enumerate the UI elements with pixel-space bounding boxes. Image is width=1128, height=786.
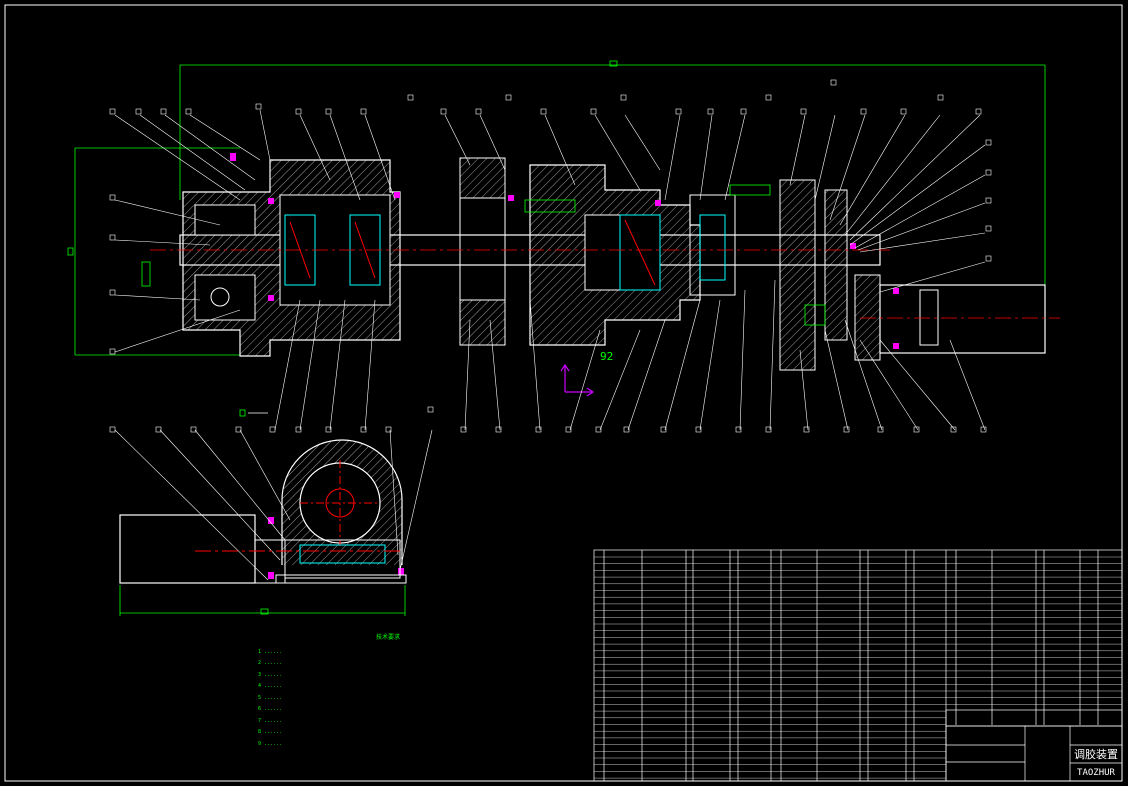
parts-list — [593, 549, 1123, 782]
note-line: 8 ...... — [258, 729, 283, 735]
drawing-border — [4, 4, 1123, 782]
note-line: 6 ...... — [258, 706, 283, 712]
technical-notes: 技术要求 1 ...... 2 ...... 3 ...... 4 ......… — [258, 632, 558, 750]
note-line: 5 ...... — [258, 694, 283, 701]
notes-title: 技术要求 — [376, 634, 401, 641]
note-line: 3 ...... — [258, 671, 283, 678]
note-line: 9 ...... — [258, 740, 283, 747]
note-line: 1 ...... — [258, 648, 283, 655]
title-block-name: 调胶装置 — [1074, 747, 1118, 761]
dimension-lines — [67, 60, 1046, 616]
parts-list-rows — [594, 556, 1122, 779]
note-line: 4 ...... — [258, 683, 283, 689]
axis-indicator — [560, 363, 595, 397]
note-line: 2 ...... — [258, 660, 283, 666]
title-block-code: TAOZHUR — [1077, 768, 1116, 778]
shaft-assembly — [141, 153, 1060, 579]
note-line: 7 ...... — [258, 717, 283, 724]
side-view — [119, 439, 407, 584]
balloon-markers — [109, 79, 992, 433]
section-label: 92 — [600, 350, 613, 363]
